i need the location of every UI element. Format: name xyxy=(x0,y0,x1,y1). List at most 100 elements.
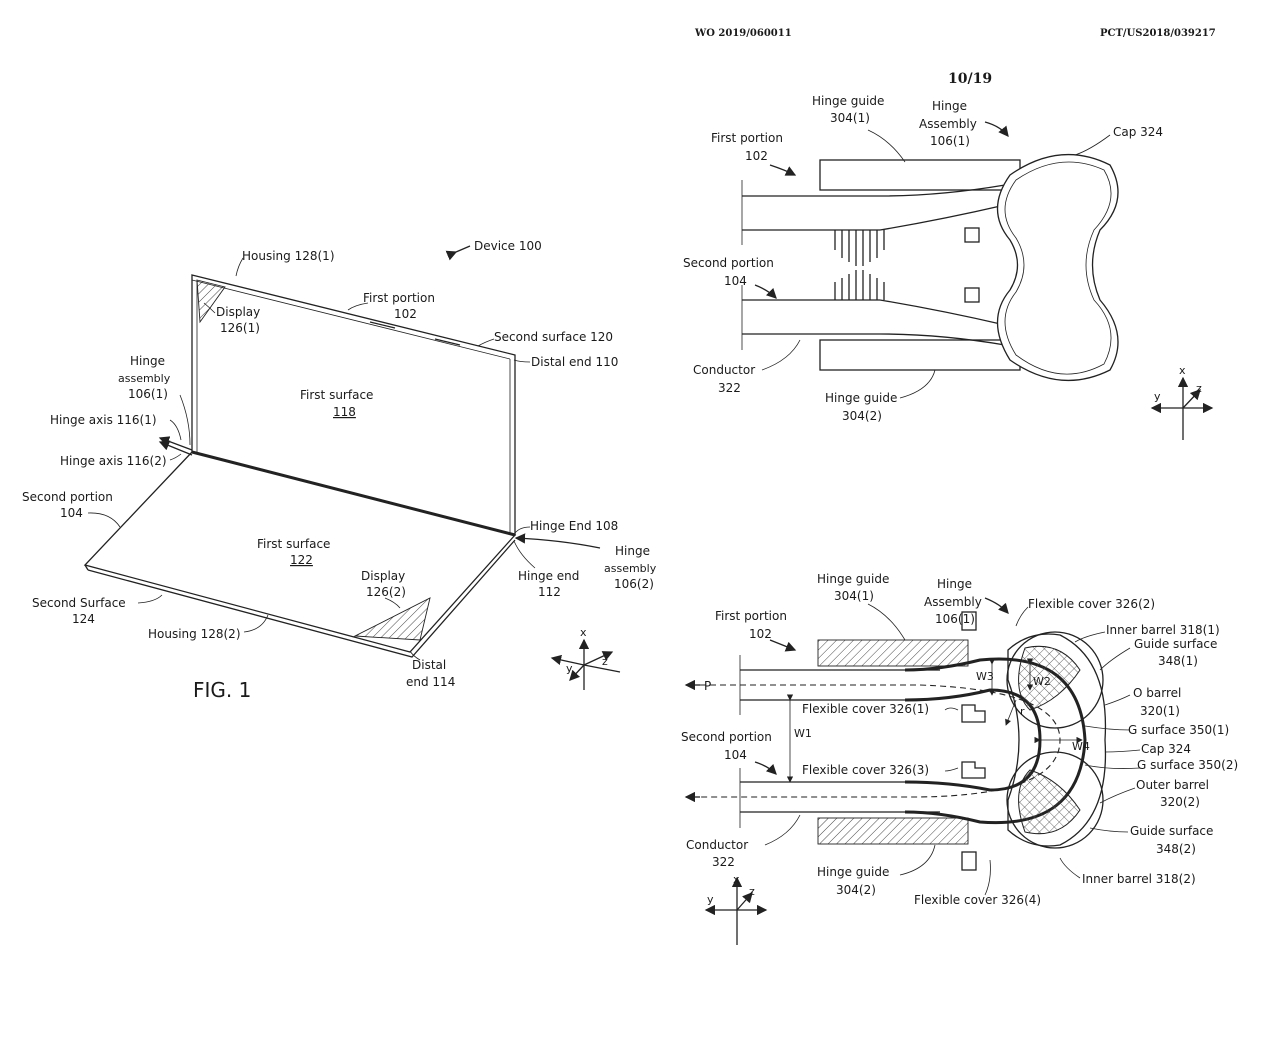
axis-y-label: y xyxy=(566,662,573,675)
label-distal-end-114-num: end 114 xyxy=(406,675,455,689)
label-hinge-assembly-2-num: 106(2) xyxy=(614,577,654,591)
label-flexible-cover-326-4: Flexible cover 326(4) xyxy=(914,893,1041,907)
label-conductor-322: Conductor xyxy=(686,838,748,852)
label-w1: W1 xyxy=(794,727,812,740)
label-device-100: Device 100 xyxy=(474,239,542,253)
cap-324-shape xyxy=(997,154,1119,381)
outer-barrel-320-1 xyxy=(1006,631,1104,729)
label-conductor-322: Conductor xyxy=(693,363,755,377)
label-second-portion-num: 104 xyxy=(724,748,747,762)
label-hinge-end-112-num: 112 xyxy=(538,585,561,599)
label-first-portion-num: 102 xyxy=(394,307,417,321)
axis-x-label: x xyxy=(1179,364,1186,377)
axis-z-label: z xyxy=(749,885,755,898)
sheet-number: 10/19 xyxy=(948,71,992,87)
label-w3: W3 xyxy=(976,670,994,683)
label-hinge-assembly-2b: assembly xyxy=(604,562,657,575)
label-hinge-assembly: Hinge xyxy=(932,99,967,113)
outer-barrel-320-2 xyxy=(1006,751,1104,849)
label-flexible-cover-326-3: Flexible cover 326(3) xyxy=(802,763,929,777)
label-hinge-axis-116-1: Hinge axis 116(1) xyxy=(50,413,157,427)
label-first-portion: First portion xyxy=(711,131,783,145)
label-distal-end-110: Distal end 110 xyxy=(531,355,618,369)
application-number: PCT/US2018/039217 xyxy=(1100,28,1216,39)
label-second-surface-124: Second Surface xyxy=(32,596,126,610)
label-flexible-cover-326-2: Flexible cover 326(2) xyxy=(1028,597,1155,611)
label-second-portion: Second portion xyxy=(683,256,774,270)
label-hinge-guide-304-2: Hinge guide xyxy=(817,865,889,879)
label-second-portion-num: 104 xyxy=(724,274,747,288)
label-display-1-num: 126(1) xyxy=(220,321,260,335)
label-hinge-assembly-num: 106(1) xyxy=(935,612,975,626)
label-p: P xyxy=(704,679,711,693)
figure-hinge-section-top: Hinge guide 304(1) Hinge Assembly 106(1)… xyxy=(683,94,1214,440)
label-hinge-end-108: Hinge End 108 xyxy=(530,519,618,533)
label-distal-end-114: Distal xyxy=(412,658,446,672)
axis-z-label: z xyxy=(1196,382,1202,395)
label-first-surface-118: First surface xyxy=(300,388,373,402)
label-display-2-num: 126(2) xyxy=(366,585,406,599)
axis-y-label: y xyxy=(1154,390,1161,403)
label-inner-barrel-318-1: Inner barrel 318(1) xyxy=(1106,623,1220,637)
label-guide-surface-348-1-num: 348(1) xyxy=(1158,654,1198,668)
spring-teeth-top xyxy=(834,230,885,300)
hinge-line xyxy=(191,450,516,537)
label-g-surface-350-1: G surface 350(1) xyxy=(1128,723,1229,737)
label-hinge-guide-304-2-num: 304(2) xyxy=(836,883,876,897)
axis-x-label: x xyxy=(580,626,587,639)
label-first-portion: First portion xyxy=(715,609,787,623)
label-hinge-guide-304-1: Hinge guide xyxy=(812,94,884,108)
label-hinge-assembly-1b: assembly xyxy=(118,372,171,385)
label-second-portion: Second portion xyxy=(681,730,772,744)
sheet-header: WO 2019/060011 PCT/US2018/039217 10/19 xyxy=(694,28,1216,87)
publication-number: WO 2019/060011 xyxy=(694,28,792,39)
label-r: r xyxy=(1020,705,1025,718)
inner-barrel-318-2 xyxy=(1018,769,1081,835)
label-first-portion-num: 102 xyxy=(745,149,768,163)
label-display-2: Display xyxy=(361,569,405,583)
axis-triad-top: x y z xyxy=(1150,364,1214,440)
figure-1-caption: FIG. 1 xyxy=(193,678,251,702)
label-hinge-assembly-b: Assembly xyxy=(919,117,977,131)
hinge-guide-2-hatched xyxy=(817,817,969,845)
axis-x-label: x xyxy=(733,873,740,886)
label-g-surface-350-2: G surface 350(2) xyxy=(1137,758,1238,772)
label-hinge-assembly-1: Hinge xyxy=(130,354,165,368)
flexible-covers xyxy=(961,611,986,871)
hinge-guide-1-block xyxy=(819,159,1021,191)
display-corner-hatch-1 xyxy=(196,279,226,324)
label-inner-barrel-318-2: Inner barrel 318(2) xyxy=(1082,872,1196,886)
label-first-surface-118-num: 118 xyxy=(333,405,356,419)
label-flexible-cover-326-1: Flexible cover 326(1) xyxy=(802,702,929,716)
label-hinge-assembly-1-num: 106(1) xyxy=(128,387,168,401)
axis-y-label: y xyxy=(707,893,714,906)
label-hinge-guide-304-1-num: 304(1) xyxy=(830,111,870,125)
label-hinge-guide-304-2-num: 304(2) xyxy=(842,409,882,423)
label-first-surface-122: First surface xyxy=(257,537,330,551)
label-hinge-assembly: Hinge xyxy=(937,577,972,591)
label-first-portion-num: 102 xyxy=(749,627,772,641)
label-cap-324: Cap 324 xyxy=(1113,125,1163,139)
label-hinge-guide-304-2: Hinge guide xyxy=(825,391,897,405)
cap-324-bottom xyxy=(1007,633,1107,847)
label-o-barrel: O barrel xyxy=(1133,686,1181,700)
hinge-guide-2-block xyxy=(819,339,1021,371)
conductor-loop-outer xyxy=(904,657,1087,825)
label-w2: W2 xyxy=(1033,675,1051,688)
label-o-barrel-num: 320(1) xyxy=(1140,704,1180,718)
label-outer-barrel: Outer barrel xyxy=(1136,778,1209,792)
label-hinge-assembly-num: 106(1) xyxy=(930,134,970,148)
label-hinge-guide-304-1: Hinge guide xyxy=(817,572,889,586)
label-second-surface-120: Second surface 120 xyxy=(494,330,613,344)
inner-barrel-318-1 xyxy=(1018,645,1081,711)
label-hinge-guide-304-1-num: 304(1) xyxy=(834,589,874,603)
label-outer-barrel-num: 320(2) xyxy=(1160,795,1200,809)
label-guide-surface-348-2: Guide surface xyxy=(1130,824,1213,838)
label-conductor-322-num: 322 xyxy=(718,381,741,395)
display-corner-hatch-2 xyxy=(353,597,431,641)
label-first-surface-122-num: 122 xyxy=(290,553,313,567)
figure-1-device: Housing 128(1) Device 100 First portion … xyxy=(22,239,657,702)
label-housing-128-1: Housing 128(1) xyxy=(242,249,335,263)
label-second-portion-num: 104 xyxy=(60,506,83,520)
